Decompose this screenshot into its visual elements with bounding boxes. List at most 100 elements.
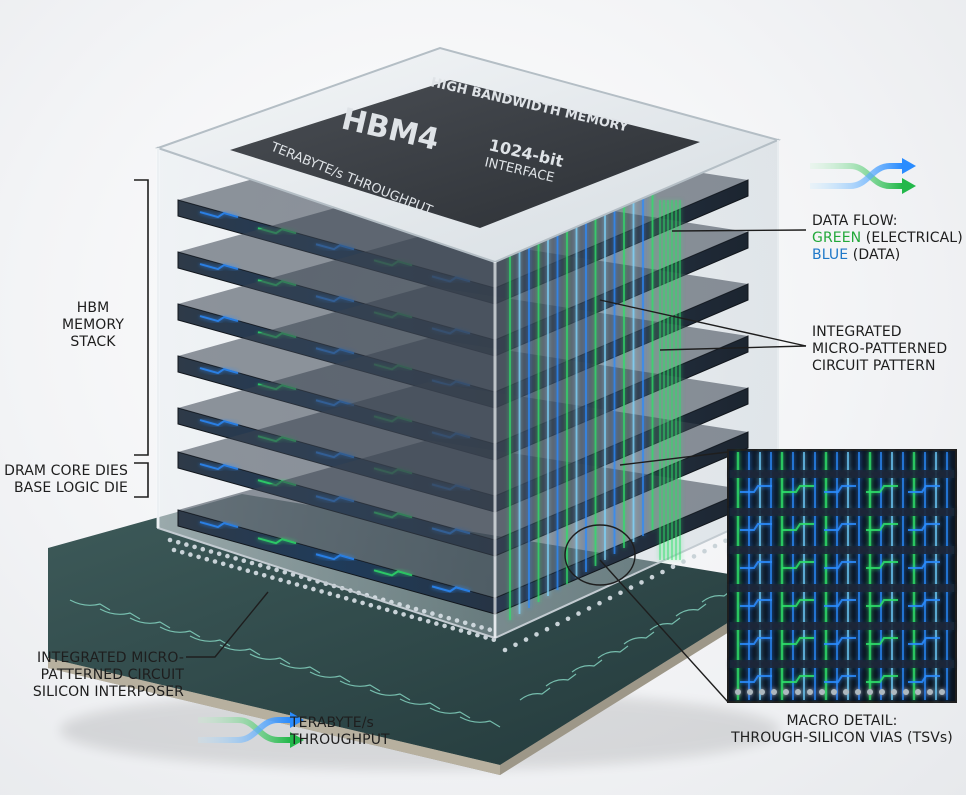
dram-core-label: DRAM CORE DIES (4, 463, 128, 479)
solder-bump (278, 577, 283, 583)
data-flow-label: DATA FLOW: GREEN (ELECTRICAL) / BLUE (DA… (812, 213, 966, 263)
arrow-green-head (902, 178, 916, 194)
macro-circuit-trace (782, 561, 814, 569)
solder-bump (352, 598, 357, 603)
solder-bump (286, 579, 292, 585)
solder-bump (434, 621, 439, 626)
macro-circuit-trace (908, 523, 940, 531)
solder-bump (335, 593, 341, 599)
memory-stack-label: HBM MEMORY STACK (61, 300, 124, 350)
solder-bump (555, 621, 560, 627)
macro-circuit-trace (824, 485, 856, 493)
macro-bump (831, 689, 837, 695)
macro-circuit-trace (782, 599, 814, 607)
left-brackets (134, 179, 149, 498)
macro-circuit-trace (866, 485, 898, 493)
macro-circuit-trace (866, 523, 898, 531)
macro-circuit-trace (740, 599, 772, 607)
solder-bump (319, 589, 324, 594)
interposer-label: INTEGRATED MICRO- PATTERNED CIRCUIT SILI… (32, 650, 184, 700)
solder-bump (417, 616, 423, 622)
solder-bump (249, 560, 255, 566)
interposer-trace (189, 635, 231, 647)
macro-bump (843, 689, 849, 695)
macro-circuit-trace (866, 675, 898, 683)
solder-bump (233, 556, 238, 561)
macro-circuit-trace (824, 523, 856, 531)
solder-bump (192, 544, 197, 550)
macro-bump (819, 689, 825, 695)
solder-bump (702, 548, 707, 554)
circuit-pattern-label: INTEGRATED MICRO-PATTERNED CIRCUIT PATTE… (812, 324, 948, 374)
solder-bump (649, 574, 655, 580)
arrow-green-head (290, 732, 304, 748)
solder-bump (196, 554, 201, 560)
macro-circuit-trace (824, 599, 856, 607)
solder-bump (253, 570, 259, 576)
macro-bump (747, 689, 753, 695)
solder-bump (241, 558, 247, 563)
solder-bump (327, 591, 333, 596)
solder-bump (167, 537, 173, 543)
interposer-trace (279, 662, 321, 674)
die-circuit-trace (373, 569, 413, 577)
die-circuit-trace (199, 315, 239, 323)
solder-bump (681, 559, 686, 564)
macro-circuit-trace (740, 675, 772, 683)
macro-circuit-trace (908, 599, 940, 607)
solder-bump (534, 632, 539, 637)
macro-circuit-trace (908, 675, 940, 683)
arrow-blue-head (290, 712, 304, 728)
solder-bump (401, 612, 406, 617)
macro-die-layer (730, 470, 954, 478)
solder-bump (544, 626, 550, 632)
data-flow-arrow-icon (810, 158, 916, 194)
solder-bump (245, 568, 251, 573)
interposer-trace (519, 687, 551, 701)
solder-bump (216, 551, 222, 557)
die-circuit-trace (199, 419, 239, 427)
macro-bump (927, 689, 933, 695)
solder-bump (274, 567, 279, 573)
macro-bump (915, 689, 921, 695)
solder-bump (360, 600, 365, 606)
interposer-trace (571, 659, 603, 673)
hbm4-lid (230, 80, 700, 228)
solder-bump (442, 623, 447, 629)
interposer-trace (675, 603, 707, 617)
die-circuit-trace (257, 537, 297, 545)
macro-circuit-trace (824, 675, 856, 683)
interposer-trace (309, 671, 351, 683)
interposer-trace (701, 589, 733, 603)
solder-bump (200, 546, 206, 552)
macro-bump (807, 689, 813, 695)
macro-bump (759, 689, 765, 695)
interposer-trace (69, 599, 111, 611)
arrow-blue-strand (198, 717, 290, 743)
macro-die-layer (730, 546, 954, 554)
solder-bump (607, 595, 613, 601)
solder-bump (204, 556, 210, 562)
blue-key: BLUE (812, 247, 849, 263)
die-circuit-trace (199, 521, 239, 529)
macro-die-layer (730, 622, 954, 630)
solder-bump (229, 563, 234, 569)
solder-bump (458, 628, 464, 633)
macro-circuit-trace (908, 485, 940, 493)
solder-bump (450, 625, 456, 631)
macro-circuit-trace (908, 637, 940, 645)
interposer-trace (459, 716, 501, 728)
base-logic-label: BASE LOGIC DIE (13, 480, 128, 496)
dram-bracket (134, 462, 149, 498)
solder-bump (691, 554, 697, 559)
die-circuit-trace (315, 553, 355, 561)
interposer-trace (545, 673, 577, 687)
solder-bump (565, 616, 571, 622)
macro-circuit-trace (782, 485, 814, 493)
solder-bump (171, 547, 177, 553)
solder-bump (212, 559, 218, 564)
solder-bump (261, 573, 267, 578)
solder-bump (282, 569, 288, 575)
die-circuit-trace (199, 367, 239, 375)
interposer-trace (249, 653, 291, 665)
